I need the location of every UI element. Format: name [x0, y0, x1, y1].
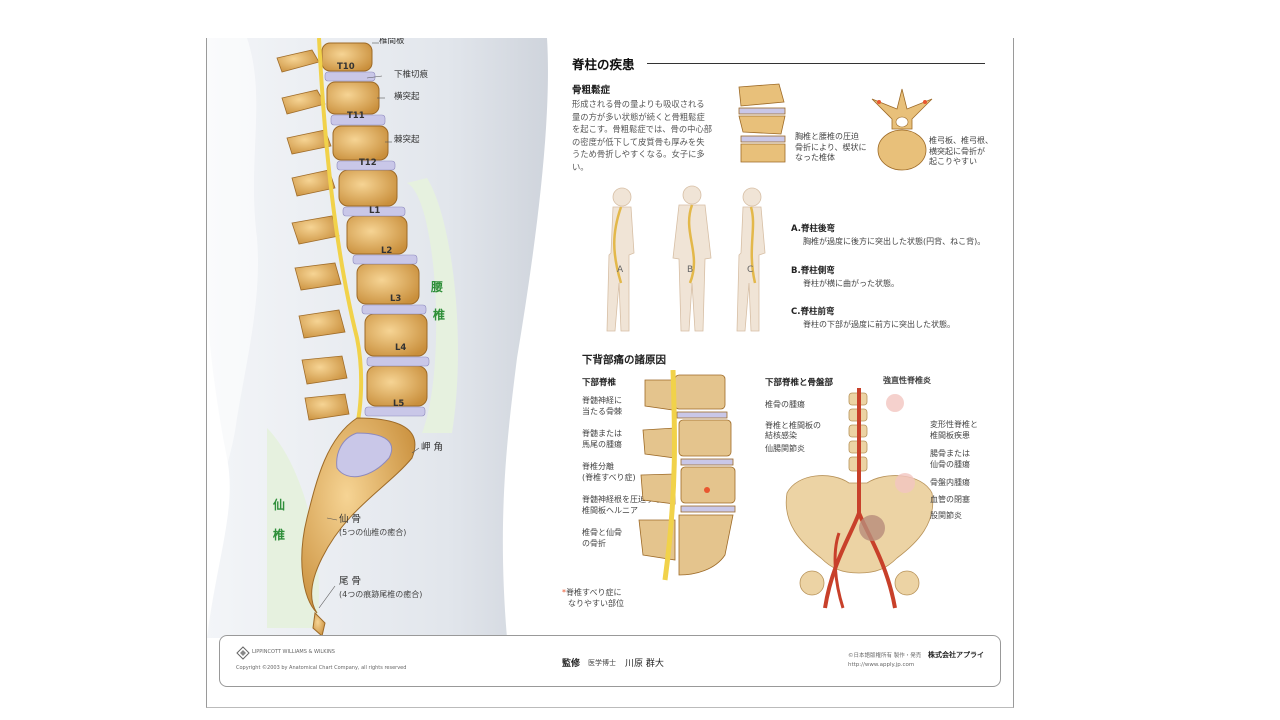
supervisor-title: 医学博士: [588, 659, 616, 667]
label-l2: L2: [381, 246, 393, 256]
cause-label: 変形性脊椎と: [930, 420, 978, 429]
cause-label: 椎間板疾患: [930, 430, 970, 440]
caption-line: 胸椎と腰椎の圧迫: [795, 132, 859, 141]
vertebra-top-view-figure: [871, 88, 933, 171]
label-l4: L4: [395, 343, 407, 353]
label-sacrum: 仙 骨: [339, 514, 362, 525]
label-promontory: 岬 角: [421, 442, 444, 453]
lumbar-band: [407, 178, 458, 433]
spine-illustration: [207, 38, 548, 638]
fig2-caption: 椎弓板、椎弓根、 横突起に骨折が 起こりやすい: [929, 136, 993, 168]
label-intervertebral-disc: 椎間板: [379, 38, 405, 46]
label-t12: T12: [359, 158, 377, 168]
label-t11: T11: [347, 111, 365, 121]
kyphosis-desc: 胸椎が過度に後方に突出した状態(円背、ねこ背)。: [803, 237, 986, 246]
lordosis-title: C.脊柱前弯: [791, 307, 835, 317]
cause-label: 腸骨または: [930, 449, 970, 458]
cause-label: 脊椎分離: [582, 462, 614, 471]
caption-line: 椎弓板、椎弓根、: [929, 136, 993, 145]
label-l1: L1: [369, 206, 381, 216]
label-spinous-process: 棘突起: [394, 135, 420, 145]
pelvis-right-labels: 変形性脊椎と 椎間板疾患 腸骨または 仙骨の腫瘍 骨盤内腫瘍 血管の閉塞 股関節…: [930, 420, 978, 522]
cause-label: 結核感染: [765, 431, 797, 440]
figure-a-label: A: [617, 265, 624, 275]
company-url: http://www.apply.jp.com: [848, 662, 915, 668]
cause-label: 脊髄神経根を圧迫する: [582, 495, 662, 504]
lower-spine-heading: 下部脊椎: [582, 378, 617, 388]
label-sacral-1: 仙: [273, 498, 286, 512]
label-l3: L3: [390, 294, 402, 304]
curvature-list: A.脊柱後弯 胸椎が過度に後方に突出した状態(円背、ねこ背)。 B.脊柱側弯 脊…: [791, 222, 1006, 331]
caption-line: 骨折により、楔状に: [795, 142, 867, 152]
cause-label: 血管の閉塞: [930, 494, 970, 504]
rights-text: ©日本語版権所有 製作・発売: [848, 653, 922, 659]
label-t10: T10: [337, 62, 355, 72]
pelvis-figure: [785, 388, 934, 609]
caption-line: なった椎体: [795, 153, 835, 162]
spondylolisthesis-note: *脊椎すべり症に なりやすい部位: [562, 588, 624, 609]
compressed-vertebrae-figure: [738, 83, 786, 163]
label-lumbar-2: 椎: [433, 308, 446, 322]
poster-footer: LIPPINCOTT WILLIAMS & WILKINS Copyright …: [219, 635, 1001, 687]
cause-label: 仙骨の腫瘍: [930, 459, 970, 469]
osteoporosis-line: うため骨折しやすくなる。女子に多い。: [572, 149, 705, 172]
cause-label: 椎骨の腫瘍: [765, 400, 805, 409]
cause-label: 骨盤内腫瘍: [930, 478, 970, 487]
pelvis-left-labels: 椎骨の腫瘍 脊椎と椎間板の 結核感染 仙腸関節炎: [765, 400, 821, 454]
cause-label: 股関節炎: [930, 511, 962, 520]
osteoporosis-heading: 骨粗鬆症: [572, 85, 611, 96]
title-rule: [647, 63, 985, 64]
cause-label: の骨折: [582, 538, 606, 548]
osteoporosis-line: の密度が低下して皮質骨も厚みを失: [572, 136, 705, 147]
publisher-name: LIPPINCOTT WILLIAMS & WILKINS: [252, 649, 335, 655]
pelvis-heading: 下部脊椎と骨盤部: [765, 378, 834, 388]
caption-line: 起こりやすい: [929, 157, 977, 166]
label-sacral-2: 椎: [273, 528, 286, 542]
scoliosis-title: B.脊柱側弯: [791, 265, 835, 276]
fig1-caption: 胸椎と腰椎の圧迫 骨折により、楔状に なった椎体: [795, 132, 867, 164]
figure-c-label: C: [747, 265, 754, 275]
figure-b-label: B: [687, 265, 694, 275]
ankylosing-spondylitis-label: 強直性脊椎炎: [883, 376, 931, 385]
scoliosis-desc: 脊柱が横に曲がった状態。: [803, 278, 899, 288]
label-lumbar-1: 腰: [431, 280, 444, 294]
cause-label: 椎間板ヘルニア: [582, 505, 638, 515]
publisher-logo-icon: [236, 646, 250, 660]
kyphosis-title: A.脊柱後弯: [791, 224, 835, 234]
cause-label: 馬尾の腫瘍: [582, 439, 622, 449]
osteoporosis-line: 量の方が多い状態が続くと骨粗鬆症: [572, 111, 705, 122]
lordosis-desc: 脊柱の下部が過度に前方に突出した状態。: [803, 320, 955, 329]
anatomy-poster: 椎間板 T10 下椎切痕 横突起 T11 棘突起 T12 L1 L2 L3 L4…: [206, 38, 1014, 708]
caption-line: 横突起に骨折が: [929, 146, 985, 156]
lower-spine-figure: [638, 370, 736, 581]
curvature-figures: [606, 185, 766, 332]
osteoporosis-text: 形成される骨の量よりも吸収される 量の方が多い状態が続くと骨粗鬆症 を起こす。骨…: [572, 98, 717, 174]
label-transverse-process: 横突起: [394, 92, 420, 102]
label-inferior-notch: 下椎切痕: [394, 70, 429, 80]
cause-label: 当たる骨棘: [582, 406, 622, 416]
note-line: なりやすい部位: [568, 598, 624, 608]
section-title-diseases: 脊柱の疾患: [572, 57, 635, 72]
supervisor-name: 川原 群大: [625, 659, 664, 669]
cause-label: 脊髄または: [582, 429, 622, 438]
cause-label: 脊椎と椎間板の: [765, 420, 821, 430]
label-coccyx: 尾 骨: [339, 576, 362, 587]
note-line: 脊椎すべり症に: [566, 588, 622, 597]
company-name: 株式会社アプライ: [928, 651, 984, 659]
label-coccyx-note: (4つの痕跡尾椎の癒合): [339, 590, 423, 599]
label-l5: L5: [393, 399, 405, 409]
cause-label: 仙腸関節炎: [765, 443, 805, 453]
label-sacrum-note: (5つの仙椎の癒合): [339, 528, 407, 537]
section-title-low-back-pain: 下背部痛の諸原因: [582, 354, 666, 366]
cause-label: (脊椎すべり症): [582, 472, 636, 482]
lower-spine-labels: 脊髄神経に 当たる骨棘 脊髄または 馬尾の腫瘍 脊椎分離 (脊椎すべり症) 脊髄…: [582, 396, 662, 549]
cause-label: 脊髄神経に: [582, 396, 622, 405]
supervisor-label: 監修: [562, 659, 581, 669]
osteoporosis-line: 形成される骨の量よりも吸収される: [572, 99, 705, 109]
note-marker: *: [562, 588, 566, 597]
copyright-text: Copyright ©2003 by Anatomical Chart Comp…: [236, 665, 407, 671]
osteoporosis-line: を起こす。骨粗鬆症では、骨の中心部: [572, 124, 713, 135]
cause-label: 椎骨と仙骨: [582, 528, 622, 537]
